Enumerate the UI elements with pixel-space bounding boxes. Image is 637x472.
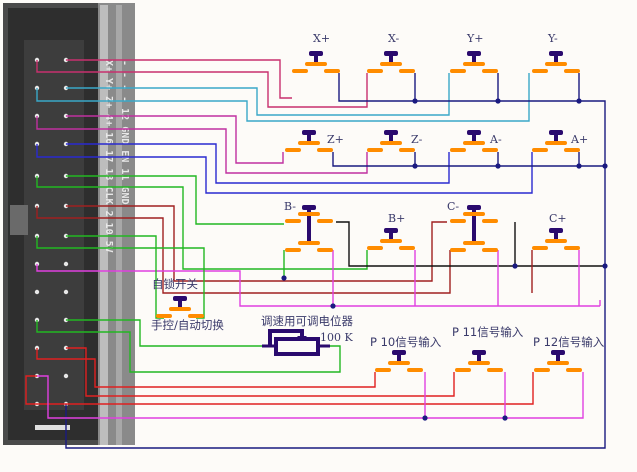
switch-y-minus [532, 51, 580, 73]
junction-dot [602, 163, 608, 169]
switch-b-minus [285, 205, 333, 252]
connector-pin [34, 289, 40, 295]
wire-a-minus [66, 143, 450, 184]
row1-labels: X+ X- Y+ Y- [313, 32, 558, 45]
button-label-y-plus: Y+ [466, 32, 483, 45]
connector-pin [63, 289, 69, 295]
wire-y-minus [36, 73, 530, 122]
junction-dot [422, 415, 428, 421]
switch-p11 [455, 350, 503, 372]
junction-dot [495, 163, 501, 169]
button-label-y-minus: Y- [547, 32, 558, 45]
signal-input-p12-label: P 12信号输入 [533, 335, 605, 349]
latch-switch-caption: 手控/自动切换 [151, 318, 224, 332]
potentiometer-symbol [262, 329, 330, 356]
switch-p10 [375, 350, 423, 372]
potentiometer-value: 100 K [320, 331, 353, 344]
button-label-a-plus: A+ [570, 133, 588, 146]
switch-b-plus [367, 228, 415, 250]
button-label-x-plus: X+ [313, 32, 330, 45]
switch-x-minus [367, 51, 415, 73]
wire-p12 [25, 372, 534, 405]
latch-switch-title: 自锁开关 [152, 277, 198, 291]
common-bus [65, 73, 606, 449]
junction-dot [576, 98, 582, 104]
junction-dot [330, 303, 336, 309]
potentiometer-title: 调速用可调电位器 [261, 314, 353, 328]
wire-c-minus [66, 205, 447, 282]
switch-p12 [534, 350, 582, 372]
switch-c-plus [532, 228, 580, 250]
wire-p11 [66, 347, 455, 397]
signal-input-p10-label: P 10信号输入 [370, 335, 442, 349]
switch-c-minus [450, 205, 498, 252]
wire-b-minus [66, 175, 284, 225]
junction-dot [281, 275, 287, 281]
wire-z-plus [66, 115, 284, 164]
signal-input-p11-label: P 11信号输入 [452, 325, 524, 339]
wire-common [336, 221, 605, 267]
switch-a-minus [450, 130, 498, 152]
junction-dot [602, 263, 608, 269]
button-label-z-plus: Z+ [327, 133, 344, 146]
connector-photo [3, 3, 135, 445]
switch-a-plus [532, 130, 580, 152]
button-label-c-plus: C+ [549, 212, 567, 225]
button-label-z-minus: Z- [411, 133, 423, 146]
connector-pin [63, 261, 69, 267]
junction-dot [576, 163, 582, 169]
wire-pot-b [36, 320, 341, 373]
row3-labels: B- B+ C- C+ [284, 200, 567, 225]
wire-c-plus-a [36, 206, 451, 294]
connector-pin [63, 373, 69, 379]
button-label-x-minus: X- [388, 32, 399, 45]
switch-x-plus [292, 51, 340, 73]
wire-p10 [36, 348, 376, 388]
wire [332, 152, 605, 167]
switch-latch [156, 296, 204, 318]
wire-x-plus [66, 59, 292, 99]
switch-y-plus [450, 51, 498, 73]
junction-dot [412, 163, 418, 169]
wire-a-plus [36, 144, 533, 194]
junction-dot [495, 98, 501, 104]
wire-pot-a [66, 319, 262, 347]
button-label-b-plus: B+ [388, 212, 405, 225]
wire-signal-common [37, 372, 584, 419]
row2-labels: Z+ Z- A- A+ [327, 133, 588, 146]
button-label-b-minus: B- [284, 200, 296, 213]
button-label-c-minus: C- [447, 200, 459, 213]
switch-z-plus [285, 130, 333, 152]
wire-speed [36, 264, 600, 307]
junction-dot [512, 263, 518, 269]
wire-z-minus [36, 116, 368, 174]
junction-dot [412, 98, 418, 104]
junction-dot [502, 415, 508, 421]
button-label-a-minus: A- [489, 133, 502, 146]
connector-label-right: - - - - 12 GND EN 11 GND [119, 60, 130, 205]
switch-z-minus [367, 130, 415, 152]
